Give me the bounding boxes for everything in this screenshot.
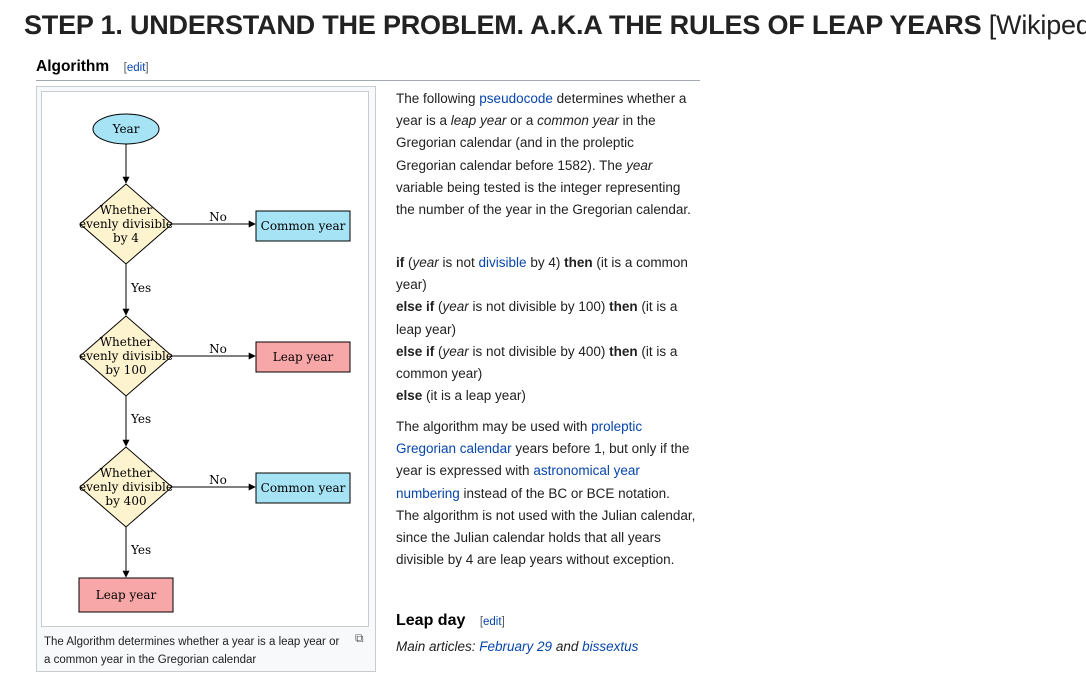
figure-caption: The Algorithm determines whether a year … [44,636,340,666]
section-heading-leap-day: Leap day [edit] [396,612,505,629]
link-divisible[interactable]: divisible [478,255,527,270]
page-title: STEP 1. UNDERSTAND THE PROBLEM. A.K.A TH… [24,10,1086,41]
magnify-icon[interactable]: ⧉ [355,631,364,645]
flowchart-svg: Year Whether evenly divisible by 4 No Co… [78,113,351,613]
svg-text:Yes: Yes [130,281,151,295]
final-leap-year [78,577,174,613]
svg-text:evenly divisible: evenly divisible [79,217,173,231]
title-text: STEP 1. UNDERSTAND THE PROBLEM. A.K.A TH… [24,10,982,40]
algorithm-paragraph-2: The algorithm may be used with proleptic… [396,419,696,568]
start-label: Year [112,122,140,136]
link-pseudocode[interactable]: pseudocode [479,91,553,106]
pseudo-line-2: else if (year is not divisible by 100) t… [396,299,678,337]
svg-text:Leap year: Leap year [96,588,157,602]
title-source: [Wikipedia] [988,10,1086,40]
main-articles-note: Main articles: February 29 and bissextus [396,639,639,654]
svg-text:Yes: Yes [130,412,151,426]
figure-thumbnail: Year Whether evenly divisible by 4 No Co… [36,86,376,672]
svg-text:by 100: by 100 [105,363,146,377]
link-bissextus[interactable]: bissextus [582,639,639,654]
pseudo-line-4: else (it is a leap year) [396,388,526,404]
svg-text:by 4: by 4 [113,231,139,245]
section-heading-algorithm: Algorithm [edit] [36,58,700,81]
svg-text:Whether: Whether [100,203,153,217]
svg-text:Common year: Common year [261,219,346,233]
link-proleptic-gregorian[interactable]: proleptic Gregorian calendar [396,419,643,457]
pseudocode-block: if (year is not divisible by 4) then (it… [396,252,696,407]
outcome-common-year-1 [255,210,351,242]
edit-link[interactable]: [edit] [123,62,149,74]
svg-text:No: No [209,210,227,224]
outcome-common-year-2 [255,472,351,504]
intro-paragraph: The following pseudocode determines whet… [396,91,691,218]
section-title: Algorithm [36,58,110,75]
link-astronomical-year-numbering[interactable]: astronomical year numbering [396,463,640,501]
pseudo-line-1: if (year is not divisible by 4) then (it… [396,255,688,293]
svg-text:Leap year: Leap year [273,350,334,364]
svg-text:evenly divisible: evenly divisible [79,349,173,363]
outcome-leap-year [255,341,351,373]
svg-text:Whether: Whether [100,335,153,349]
link-february-29[interactable]: February 29 [479,639,553,654]
svg-text:No: No [209,473,227,487]
pseudo-line-3: else if (year is not divisible by 400) t… [396,343,678,382]
edit-link-leap-day[interactable]: [edit] [479,616,505,628]
flowchart-image[interactable]: Year Whether evenly divisible by 4 No Co… [41,91,369,627]
svg-text:evenly divisible: evenly divisible [79,480,173,494]
svg-text:Whether: Whether [100,466,153,480]
svg-text:Common year: Common year [261,481,346,495]
svg-text:No: No [209,342,227,356]
svg-text:Yes: Yes [130,543,151,557]
svg-text:by 400: by 400 [105,494,146,508]
